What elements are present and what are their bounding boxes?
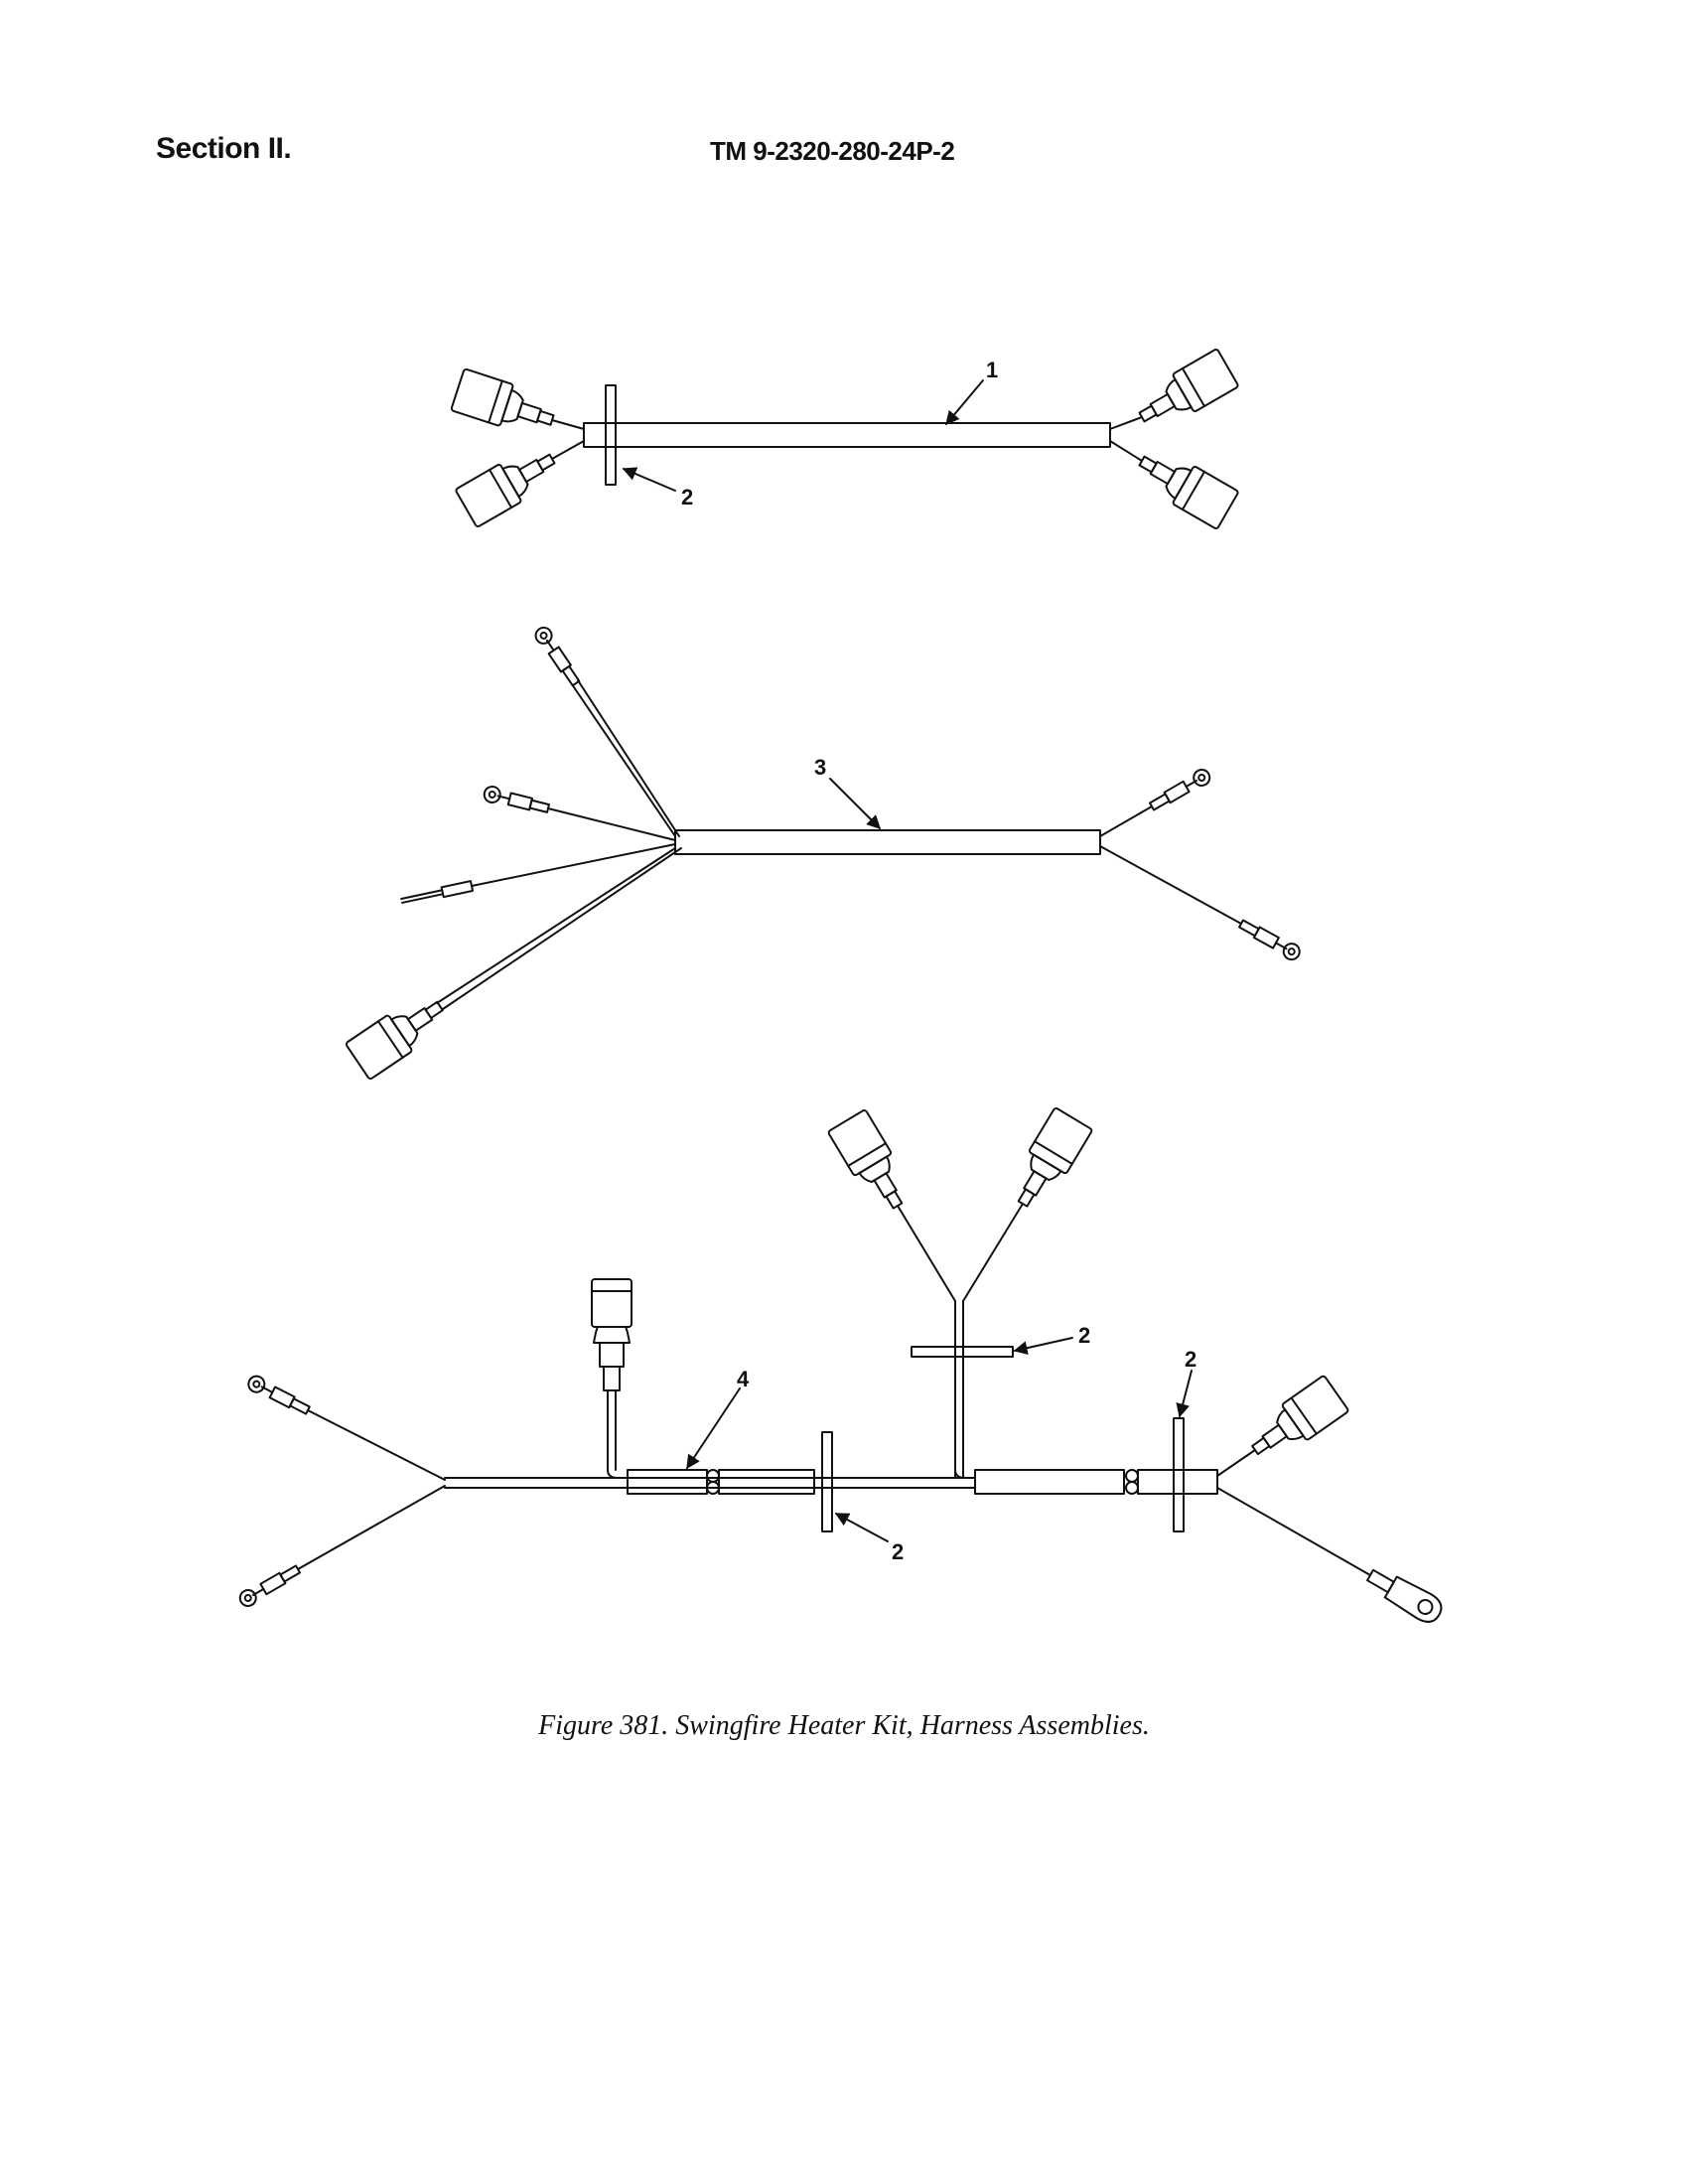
callout-2: 2 <box>681 485 693 510</box>
section-heading: Section II. <box>156 132 292 165</box>
callout-arrow <box>834 1513 889 1542</box>
callout-arrow <box>829 778 881 829</box>
pin-terminal <box>400 880 475 904</box>
callout-arrow <box>686 1387 741 1470</box>
callout-arrow <box>1176 1370 1193 1418</box>
connector-plug <box>826 1107 917 1219</box>
harness-1-sleeve <box>583 422 1111 448</box>
grommet <box>821 1431 833 1532</box>
connector-plug <box>344 986 454 1082</box>
lug-terminal <box>1366 1568 1443 1623</box>
connector-plug <box>1130 440 1240 531</box>
callout-4: 4 <box>737 1367 750 1391</box>
ring-terminal <box>1147 766 1214 814</box>
ring-terminal <box>482 784 551 817</box>
harness-4-sleeve <box>718 1469 815 1495</box>
ring-terminal <box>1236 916 1304 963</box>
ring-terminal <box>235 1561 303 1610</box>
harness-3-sleeve <box>674 829 1101 855</box>
callout-2: 2 <box>1078 1323 1090 1348</box>
connector-plug <box>591 1278 633 1391</box>
callout-arrow <box>1013 1337 1073 1356</box>
ring-terminal <box>531 623 584 689</box>
callout-arrow <box>622 467 676 492</box>
callout-3: 3 <box>814 755 826 780</box>
callout-2: 2 <box>892 1539 904 1564</box>
callout-2: 2 <box>1185 1347 1196 1372</box>
callout-arrow <box>945 379 984 426</box>
harness-assembly-4 <box>235 1105 1443 1623</box>
connector-plug <box>1241 1374 1350 1470</box>
connector-plug <box>450 367 560 442</box>
tm-number: TM 9-2320-280-24P-2 <box>710 136 955 166</box>
grommet <box>1173 1417 1185 1532</box>
connector-plug <box>1130 347 1240 438</box>
harness-4-sleeve <box>974 1469 1125 1495</box>
connector-plug <box>1003 1105 1094 1217</box>
harness-assembly-1 <box>450 347 1240 531</box>
callout-1: 1 <box>986 358 998 382</box>
figure-caption: Figure 381. Swingfire Heater Kit, Harnes… <box>538 1710 1150 1741</box>
connector-plug <box>454 438 564 529</box>
ring-terminal <box>244 1372 313 1419</box>
harness-4-sleeve <box>627 1469 708 1495</box>
grommet <box>605 384 617 486</box>
harness-assembly-3 <box>344 623 1304 1082</box>
